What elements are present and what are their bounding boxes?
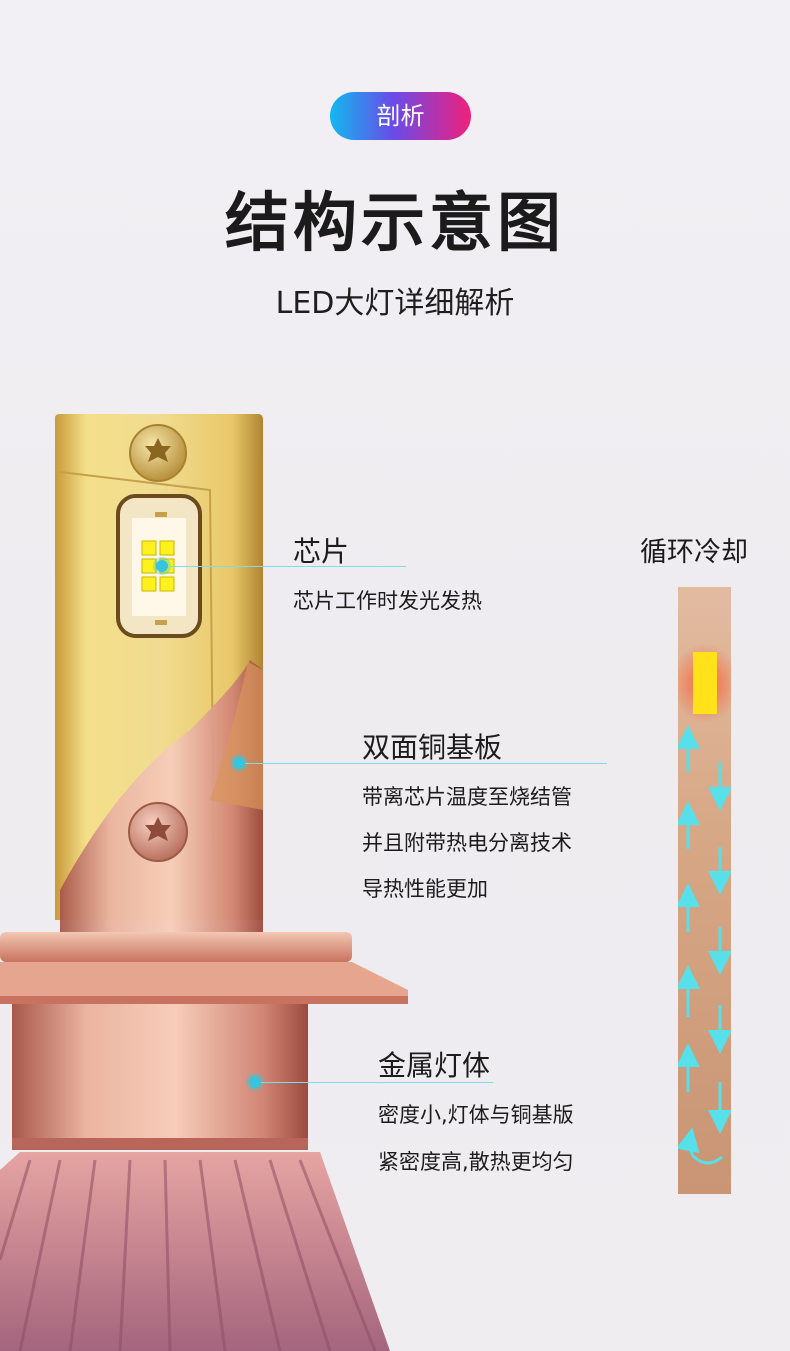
- chip-marker: [156, 560, 168, 572]
- cooling-title: 循环冷却: [640, 537, 748, 568]
- chip-description: 芯片工作时发光发热: [293, 589, 482, 613]
- page-title: 结构示意图: [225, 187, 565, 261]
- chip-heading: 芯片: [293, 535, 350, 568]
- copper-board-heading: 双面铜基板: [362, 731, 503, 764]
- section-badge: 剖析: [330, 92, 471, 140]
- page-subtitle: LED大灯详细解析: [275, 286, 515, 321]
- copper-board-description-2: 并且附带热电分离技术: [362, 831, 572, 855]
- copper-board-leader-line: [245, 763, 607, 764]
- heat-source-icon: [693, 652, 717, 714]
- cooling-flow-diagram: [678, 643, 731, 1165]
- metal-body-marker: [249, 1076, 261, 1088]
- metal-body-heading: 金属灯体: [378, 1049, 491, 1082]
- chip-leader-line: [168, 566, 406, 567]
- copper-board-description-3: 导热性能更加: [362, 877, 488, 901]
- led-bulb-illustration: [0, 414, 408, 1351]
- metal-body-description-1: 密度小,灯体与铜基版: [378, 1103, 574, 1127]
- copper-board-description-1: 带离芯片温度至烧结管: [362, 785, 572, 809]
- metal-body-description-2: 紧密度高,散热更均匀: [378, 1150, 574, 1174]
- copper-board-marker: [233, 757, 245, 769]
- metal-body-leader-line: [261, 1082, 493, 1083]
